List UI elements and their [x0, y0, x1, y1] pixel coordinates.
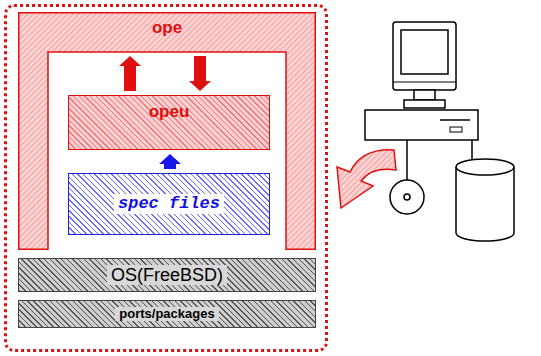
os-bar: OS(FreeBSD): [18, 258, 316, 292]
block-arrow: [119, 56, 141, 91]
node-label: spec files: [114, 194, 224, 214]
module-box: opeu: [68, 95, 270, 150]
framework-band: ope opeu spec files: [18, 12, 316, 250]
node-label: OS(FreeBSD): [107, 265, 227, 286]
packages-bar: ports/packages: [18, 300, 316, 328]
node-label: opeu: [149, 102, 190, 122]
node-label: ope: [152, 18, 182, 38]
node-label: ports/packages: [115, 307, 218, 322]
spec-files-box: spec files: [68, 173, 270, 235]
block-arrow: [159, 154, 181, 169]
block-arrow: [189, 56, 211, 91]
